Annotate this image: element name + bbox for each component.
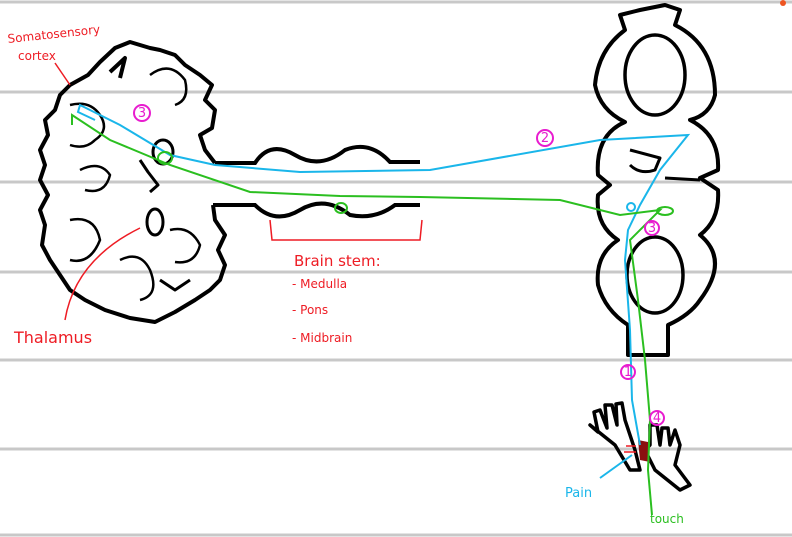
step-2: 2 bbox=[541, 131, 549, 146]
label-pain: Pain bbox=[565, 486, 592, 501]
label-somatosensory: Somatosensory bbox=[7, 22, 101, 46]
cortex-pointer bbox=[54, 62, 71, 86]
hands-drawing bbox=[588, 401, 692, 492]
step-3-brain: 3 bbox=[138, 106, 146, 121]
brain-outline bbox=[38, 40, 227, 324]
label-pons: - Pons bbox=[292, 303, 328, 317]
touch-synapse bbox=[656, 206, 674, 216]
brainstem-bracket bbox=[269, 219, 423, 241]
label-midbrain: - Midbrain bbox=[292, 331, 352, 345]
step-3-spinal: 3 bbox=[648, 221, 656, 236]
label-thalamus: Thalamus bbox=[13, 328, 92, 347]
label-touch: touch bbox=[650, 512, 684, 526]
spinal-cord-outline bbox=[593, 3, 721, 357]
touch-synapse-thalamus bbox=[157, 151, 173, 165]
pain-pathway bbox=[76, 103, 691, 446]
red-dot bbox=[780, 0, 786, 6]
pain-synapse bbox=[626, 202, 636, 212]
pain-pointer bbox=[599, 454, 633, 479]
label-cortex: cortex bbox=[18, 49, 56, 63]
touch-pathway bbox=[71, 113, 663, 516]
brainstem-outline bbox=[213, 145, 420, 219]
step-1: 1 bbox=[624, 365, 632, 380]
thalamus-pointer bbox=[64, 227, 141, 321]
pain-spot bbox=[638, 440, 650, 462]
step-4: 4 bbox=[653, 411, 661, 426]
label-brainstem: Brain stem: bbox=[294, 252, 381, 270]
pain-marks bbox=[624, 445, 636, 453]
label-medulla: - Medulla bbox=[292, 277, 347, 291]
touch-synapse-medulla bbox=[334, 202, 348, 214]
step-circles bbox=[133, 104, 665, 426]
